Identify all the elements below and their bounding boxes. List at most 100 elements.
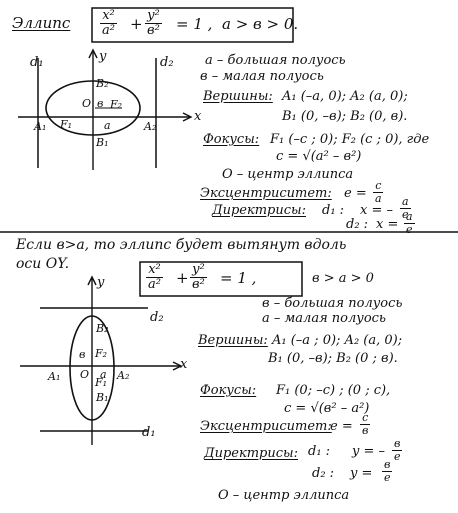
s2-eq-x-fraction: x² a² [146, 263, 163, 291]
s1-vertices-label: Вершины: [203, 89, 273, 104]
s1-g-B2: B₂ [96, 77, 109, 90]
s2-note-b: в – большая полуось [262, 296, 403, 311]
s1-eq-x-den: a² [102, 22, 115, 38]
s2-note-a: a – малая полуось [262, 311, 387, 326]
s2-d2-den: e [384, 470, 391, 484]
s1-g-y: y [99, 49, 107, 64]
s1-eq-y-num: y² [145, 8, 162, 24]
s1-d2-label: d₂ : [346, 217, 369, 232]
s1-ecc-eq: e = [344, 186, 367, 201]
s1-g-b: в [97, 97, 104, 110]
s2-d1-fraction: в e [392, 438, 403, 462]
equation-box-2 [139, 261, 303, 297]
s2-g-A1: A₁ [48, 370, 61, 383]
s1-d2-den: e [406, 222, 413, 236]
s2-g-x: x [180, 357, 188, 372]
s1-vertices-line1: A₁ (–a, 0); A₂ (a, 0); [282, 89, 408, 104]
equation-box-1 [91, 7, 294, 43]
s1-note-a: a – большая полуось [205, 53, 346, 68]
s2-d1-num: в [392, 437, 403, 451]
s2-ecc-fraction: c в [360, 411, 371, 437]
s1-d1-eq: x = – [360, 203, 393, 218]
s1-ecc-num: c [373, 179, 384, 193]
s1-g-B1: B₁ [96, 136, 109, 149]
s1-foci-label: Фокусы: [203, 132, 260, 147]
y-axis-arrow-2 [87, 275, 97, 286]
s2-ecc-label: Эксцентриситет: [200, 419, 332, 434]
s1-g-x: x [194, 109, 202, 124]
s2-g-d2: d₂ [150, 310, 164, 325]
s2-g-b: в [79, 348, 86, 361]
ellipse-1 [45, 80, 141, 136]
s2-eq-y-num: y² [190, 262, 207, 278]
s2-dir-label: Директрисы: [204, 446, 298, 461]
s2-vertices-line2: B₁ (0, –в); B₂ (0 ; в). [268, 351, 398, 366]
ellipse-2 [69, 315, 115, 421]
s1-eq-plus: + [130, 15, 143, 33]
s1-g-a: a [104, 119, 111, 132]
s2-intro-line2: оси OY. [16, 256, 70, 272]
s2-g-F1: F₁ [95, 376, 108, 389]
s1-d1-fraction: a e [400, 196, 411, 220]
s1-g-A1: A₁ [34, 120, 47, 133]
s2-d2-label: d₂ : [312, 466, 335, 481]
s2-ecc-eq: e = [330, 419, 353, 434]
s2-d2-fraction: в e [382, 459, 393, 483]
s2-g-y: y [97, 275, 105, 290]
s1-g-F1: F₁ [60, 118, 73, 131]
s1-d1-label: d₁ : [322, 203, 345, 218]
s2-foci-label: Фокусы: [200, 383, 257, 398]
s2-eq-x-num: x² [146, 262, 163, 278]
s1-eq-rhs: = 1 , [176, 15, 213, 33]
s2-g-d1: d₁ [142, 425, 156, 440]
s1-eq-cond: a > в > 0. [222, 15, 299, 33]
s1-dir-label: Директрисы: [212, 203, 306, 218]
s1-g-d2: d₂ [160, 55, 174, 70]
s1-eq-y-den: в² [147, 22, 160, 38]
s1-foci-line: F₁ (–c ; 0); F₂ (c ; 0), где [270, 132, 430, 147]
s2-d1-label: d₁ : [308, 444, 331, 459]
s2-g-a: a [100, 368, 107, 381]
s1-eq-x-fraction: x² a² [100, 9, 117, 37]
s1-note-b: в – малая полуось [200, 69, 324, 84]
x-axis-arrow-1 [182, 112, 193, 122]
s2-eq-y-fraction: y² в² [190, 263, 207, 291]
s1-g-F2: F₂ [110, 98, 123, 111]
s2-vertices-line1: A₁ (–a ; 0); A₂ (a, 0); [272, 333, 403, 348]
s2-vertices-label: Вершины: [198, 333, 268, 348]
s2-g-B2: B₂ [96, 322, 109, 335]
y-axis-arrow-1 [88, 48, 98, 59]
s2-center-note: O – центр эллипса [218, 488, 350, 503]
s1-ecc-fraction: c a [373, 180, 384, 204]
s2-d1-eq: y = – [352, 444, 386, 459]
s2-eq-rhs: = 1 , [220, 269, 257, 287]
s2-eq-x-den: a² [148, 276, 161, 292]
s2-d1-den: e [394, 449, 401, 463]
s2-eq-cond: в > a > 0 [312, 271, 374, 286]
s1-center-note: O – центр эллипса [222, 167, 354, 182]
s1-d2-num: a [404, 210, 415, 224]
s1-d1-num: a [400, 195, 411, 209]
s1-ecc-den: a [375, 191, 382, 205]
s2-d2-num: в [382, 458, 393, 472]
s1-vertices-line2: B₁ (0, –в); B₂ (0, в). [282, 109, 408, 124]
s1-d2-fraction: a e [404, 211, 415, 235]
s2-ecc-den: в [362, 423, 369, 437]
s1-eq-x-num: x² [100, 8, 117, 24]
s1-ecc-label: Эксцентриситет: [200, 186, 332, 201]
s2-foci-line: F₁ (0; –c) ; (0 ; c), [276, 383, 391, 398]
s1-g-O: O [82, 97, 92, 110]
s1-g-A2: A₂ [144, 120, 157, 133]
s1-g-d1: d₁ [30, 55, 44, 70]
x-axis-arrow-2 [172, 361, 183, 371]
s1-c-formula: c = √(a² – в²) [276, 149, 362, 164]
s2-g-O: O [80, 368, 90, 381]
s2-g-F2: F₂ [95, 347, 108, 360]
s2-g-B1: B₁ [96, 391, 109, 404]
s1-eq-y-fraction: y² в² [145, 9, 162, 37]
s1-d1-den: e [402, 207, 409, 221]
s2-ecc-num: c [360, 411, 371, 425]
s2-c-formula: c = √(в² – a²) [284, 401, 370, 416]
